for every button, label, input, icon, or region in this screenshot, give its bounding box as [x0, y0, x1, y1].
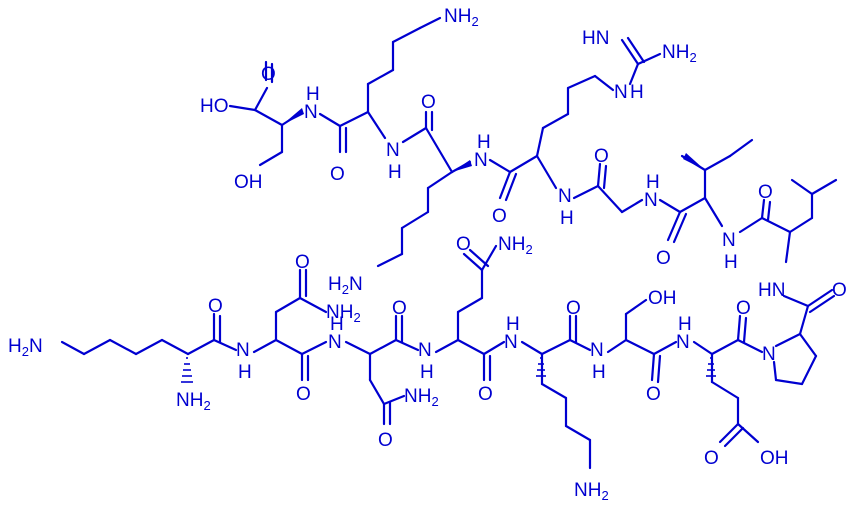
label-asn2-side-o: O [378, 430, 393, 451]
label-leu-hn: HN [758, 280, 785, 301]
label-pro-n: N [762, 344, 776, 365]
label-asn2-n: N [328, 332, 342, 353]
label-asn1-n: N [236, 340, 250, 361]
label-lys2-n: N [474, 150, 488, 171]
label-lys1-o: O [330, 164, 345, 185]
label-ser-h: H [592, 362, 606, 383]
label-lys1-n: N [386, 140, 400, 161]
label-ser-oh: OH [648, 288, 677, 309]
label-glu-n: N [676, 332, 690, 353]
label-ser-o: O [646, 384, 661, 405]
label-arg-n: N [558, 186, 572, 207]
label-asn1-side-o: O [295, 252, 310, 273]
label-lys3-nh2: NH2 [574, 480, 609, 503]
label-lys1-nh2: NH2 [444, 6, 479, 29]
label-asn2-o: O [392, 298, 407, 319]
label-ile-o: O [656, 248, 671, 269]
label-gln-side-o: O [456, 234, 471, 255]
label-lysN-nh2: NH2 [176, 390, 211, 413]
label-guan-nh2: NH2 [662, 42, 697, 65]
label-thr-oh: OH [234, 172, 263, 193]
label-pro-o: O [832, 280, 847, 301]
label-glu-o: O [736, 298, 751, 319]
atom-labels: HO O N H OH O NH2 N H O N H H2N O N H HN… [8, 6, 847, 503]
label-gly-n: N [644, 190, 658, 211]
label-gln-o: O [478, 384, 493, 405]
label-arg-side-n: N [614, 82, 628, 103]
label-gln-h: H [420, 362, 434, 383]
label-guan-hn: HN [582, 28, 609, 49]
label-hooc-ho: HO [200, 96, 229, 117]
label-ser-n: N [590, 340, 604, 361]
label-lys2-o: O [421, 92, 436, 113]
label-acid-o: O [261, 64, 276, 85]
label-gly-o: O [594, 146, 609, 167]
label-arg-h: H [560, 208, 574, 229]
label-glu-side-o: O [704, 448, 719, 469]
label-lys1-h: H [388, 162, 402, 183]
label-leu-o: O [758, 182, 773, 203]
label-asn1-nh2: NH2 [326, 302, 361, 325]
label-lysN-o: O [208, 296, 223, 317]
label-asn1-o: O [296, 384, 311, 405]
label-gln-nh2: NH2 [498, 234, 533, 257]
label-h2n-left: H2N [8, 336, 43, 359]
label-glu-h: H [678, 314, 692, 335]
label-lys3-h: H [506, 314, 520, 335]
label-lys2-h: H [477, 132, 491, 153]
label-gln-n: N [418, 340, 432, 361]
label-arg-o: O [492, 206, 507, 227]
label-ile-h: H [724, 252, 738, 273]
label-lys2-h2n: H2N [328, 274, 363, 297]
label-glu-side-oh: OH [760, 448, 789, 469]
stereo-bonds [181, 108, 716, 383]
label-ile-n: N [722, 230, 736, 251]
label-gly-h: H [646, 172, 660, 193]
label-asn2-nh2: NH2 [404, 386, 439, 409]
label-asn2-h: H [330, 314, 344, 335]
label-asn1-h: H [238, 362, 252, 383]
label-thr-n: N [304, 102, 318, 123]
label-thr-h: H [306, 84, 320, 105]
label-lys3-o: O [566, 298, 581, 319]
label-lys3-n: N [504, 332, 518, 353]
label-arg-side-h: H [630, 82, 644, 103]
